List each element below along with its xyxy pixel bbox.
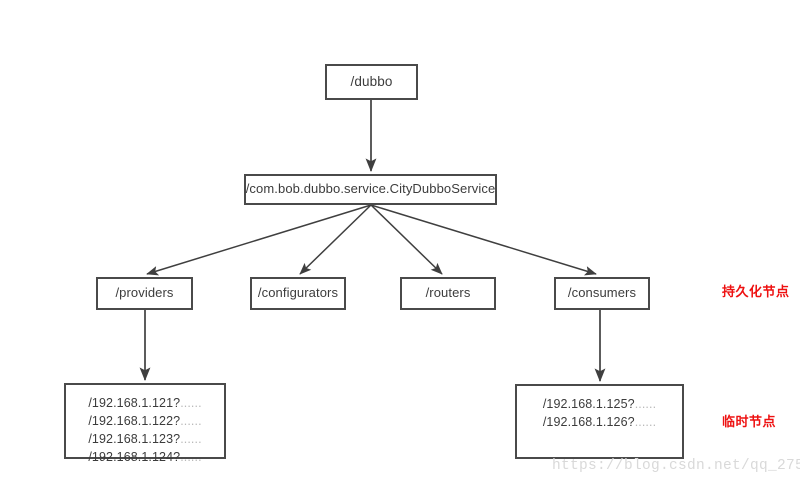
node-configurators-label: /configurators bbox=[257, 285, 339, 301]
list-item: /192.168.1.123?...... bbox=[88, 432, 201, 446]
watermark-text: https://blog.csdn.net/qq_27529 bbox=[552, 458, 800, 474]
provider-address-ellipsis: ...... bbox=[180, 450, 202, 465]
annotation-ephemeral-node: 临时节点 bbox=[722, 414, 777, 429]
node-providers-label: /providers bbox=[115, 285, 174, 301]
node-service-label: /com.bob.dubbo.service.CityDubboService bbox=[245, 181, 496, 197]
provider-instance-lines: /192.168.1.121?...... /192.168.1.122?...… bbox=[88, 394, 201, 467]
node-configurators: /configurators bbox=[250, 277, 346, 310]
edge-service-to-consumers bbox=[370, 204, 597, 276]
node-consumers: /consumers bbox=[554, 277, 650, 310]
consumer-address: /192.168.1.125? bbox=[542, 397, 635, 411]
node-service: /com.bob.dubbo.service.CityDubboService bbox=[244, 174, 497, 205]
node-provider-instances: /192.168.1.121?...... /192.168.1.122?...… bbox=[64, 383, 226, 464]
provider-address: /192.168.1.122? bbox=[88, 414, 181, 429]
list-item: /192.168.1.124?...... bbox=[88, 450, 201, 464]
provider-address-ellipsis: ...... bbox=[180, 432, 202, 447]
consumer-address: /192.168.1.126? bbox=[542, 415, 635, 430]
edge-service-to-routers bbox=[370, 204, 443, 275]
edge-service-to-configurators bbox=[299, 204, 372, 275]
consumer-instance-lines: /192.168.1.125?...... /192.168.1.126?...… bbox=[543, 395, 656, 431]
list-item: /192.168.1.126?...... bbox=[543, 415, 656, 429]
annotation-persistent-node: 持久化节点 bbox=[722, 284, 790, 299]
node-routers-label: /routers bbox=[425, 285, 471, 301]
edge-service-to-providers bbox=[146, 204, 372, 276]
provider-address: /192.168.1.121? bbox=[88, 396, 181, 410]
node-consumers-label: /consumers bbox=[567, 285, 637, 301]
node-consumer-instances: /192.168.1.125?...... /192.168.1.126?...… bbox=[515, 384, 684, 459]
provider-address: /192.168.1.123? bbox=[88, 432, 181, 447]
list-item: /192.168.1.125?...... bbox=[543, 397, 656, 411]
node-providers: /providers bbox=[96, 277, 193, 310]
provider-address-ellipsis: ...... bbox=[180, 414, 202, 429]
consumer-address-ellipsis: ...... bbox=[634, 415, 657, 430]
list-item: /192.168.1.122?...... bbox=[88, 414, 201, 428]
node-dubbo-label: /dubbo bbox=[350, 73, 393, 89]
provider-address-ellipsis: ...... bbox=[180, 396, 202, 410]
node-dubbo-root: /dubbo bbox=[325, 64, 418, 100]
list-item: /192.168.1.121?...... bbox=[88, 396, 201, 410]
node-routers: /routers bbox=[400, 277, 496, 310]
provider-address: /192.168.1.124? bbox=[88, 450, 181, 465]
consumer-address-ellipsis: ...... bbox=[634, 397, 657, 411]
